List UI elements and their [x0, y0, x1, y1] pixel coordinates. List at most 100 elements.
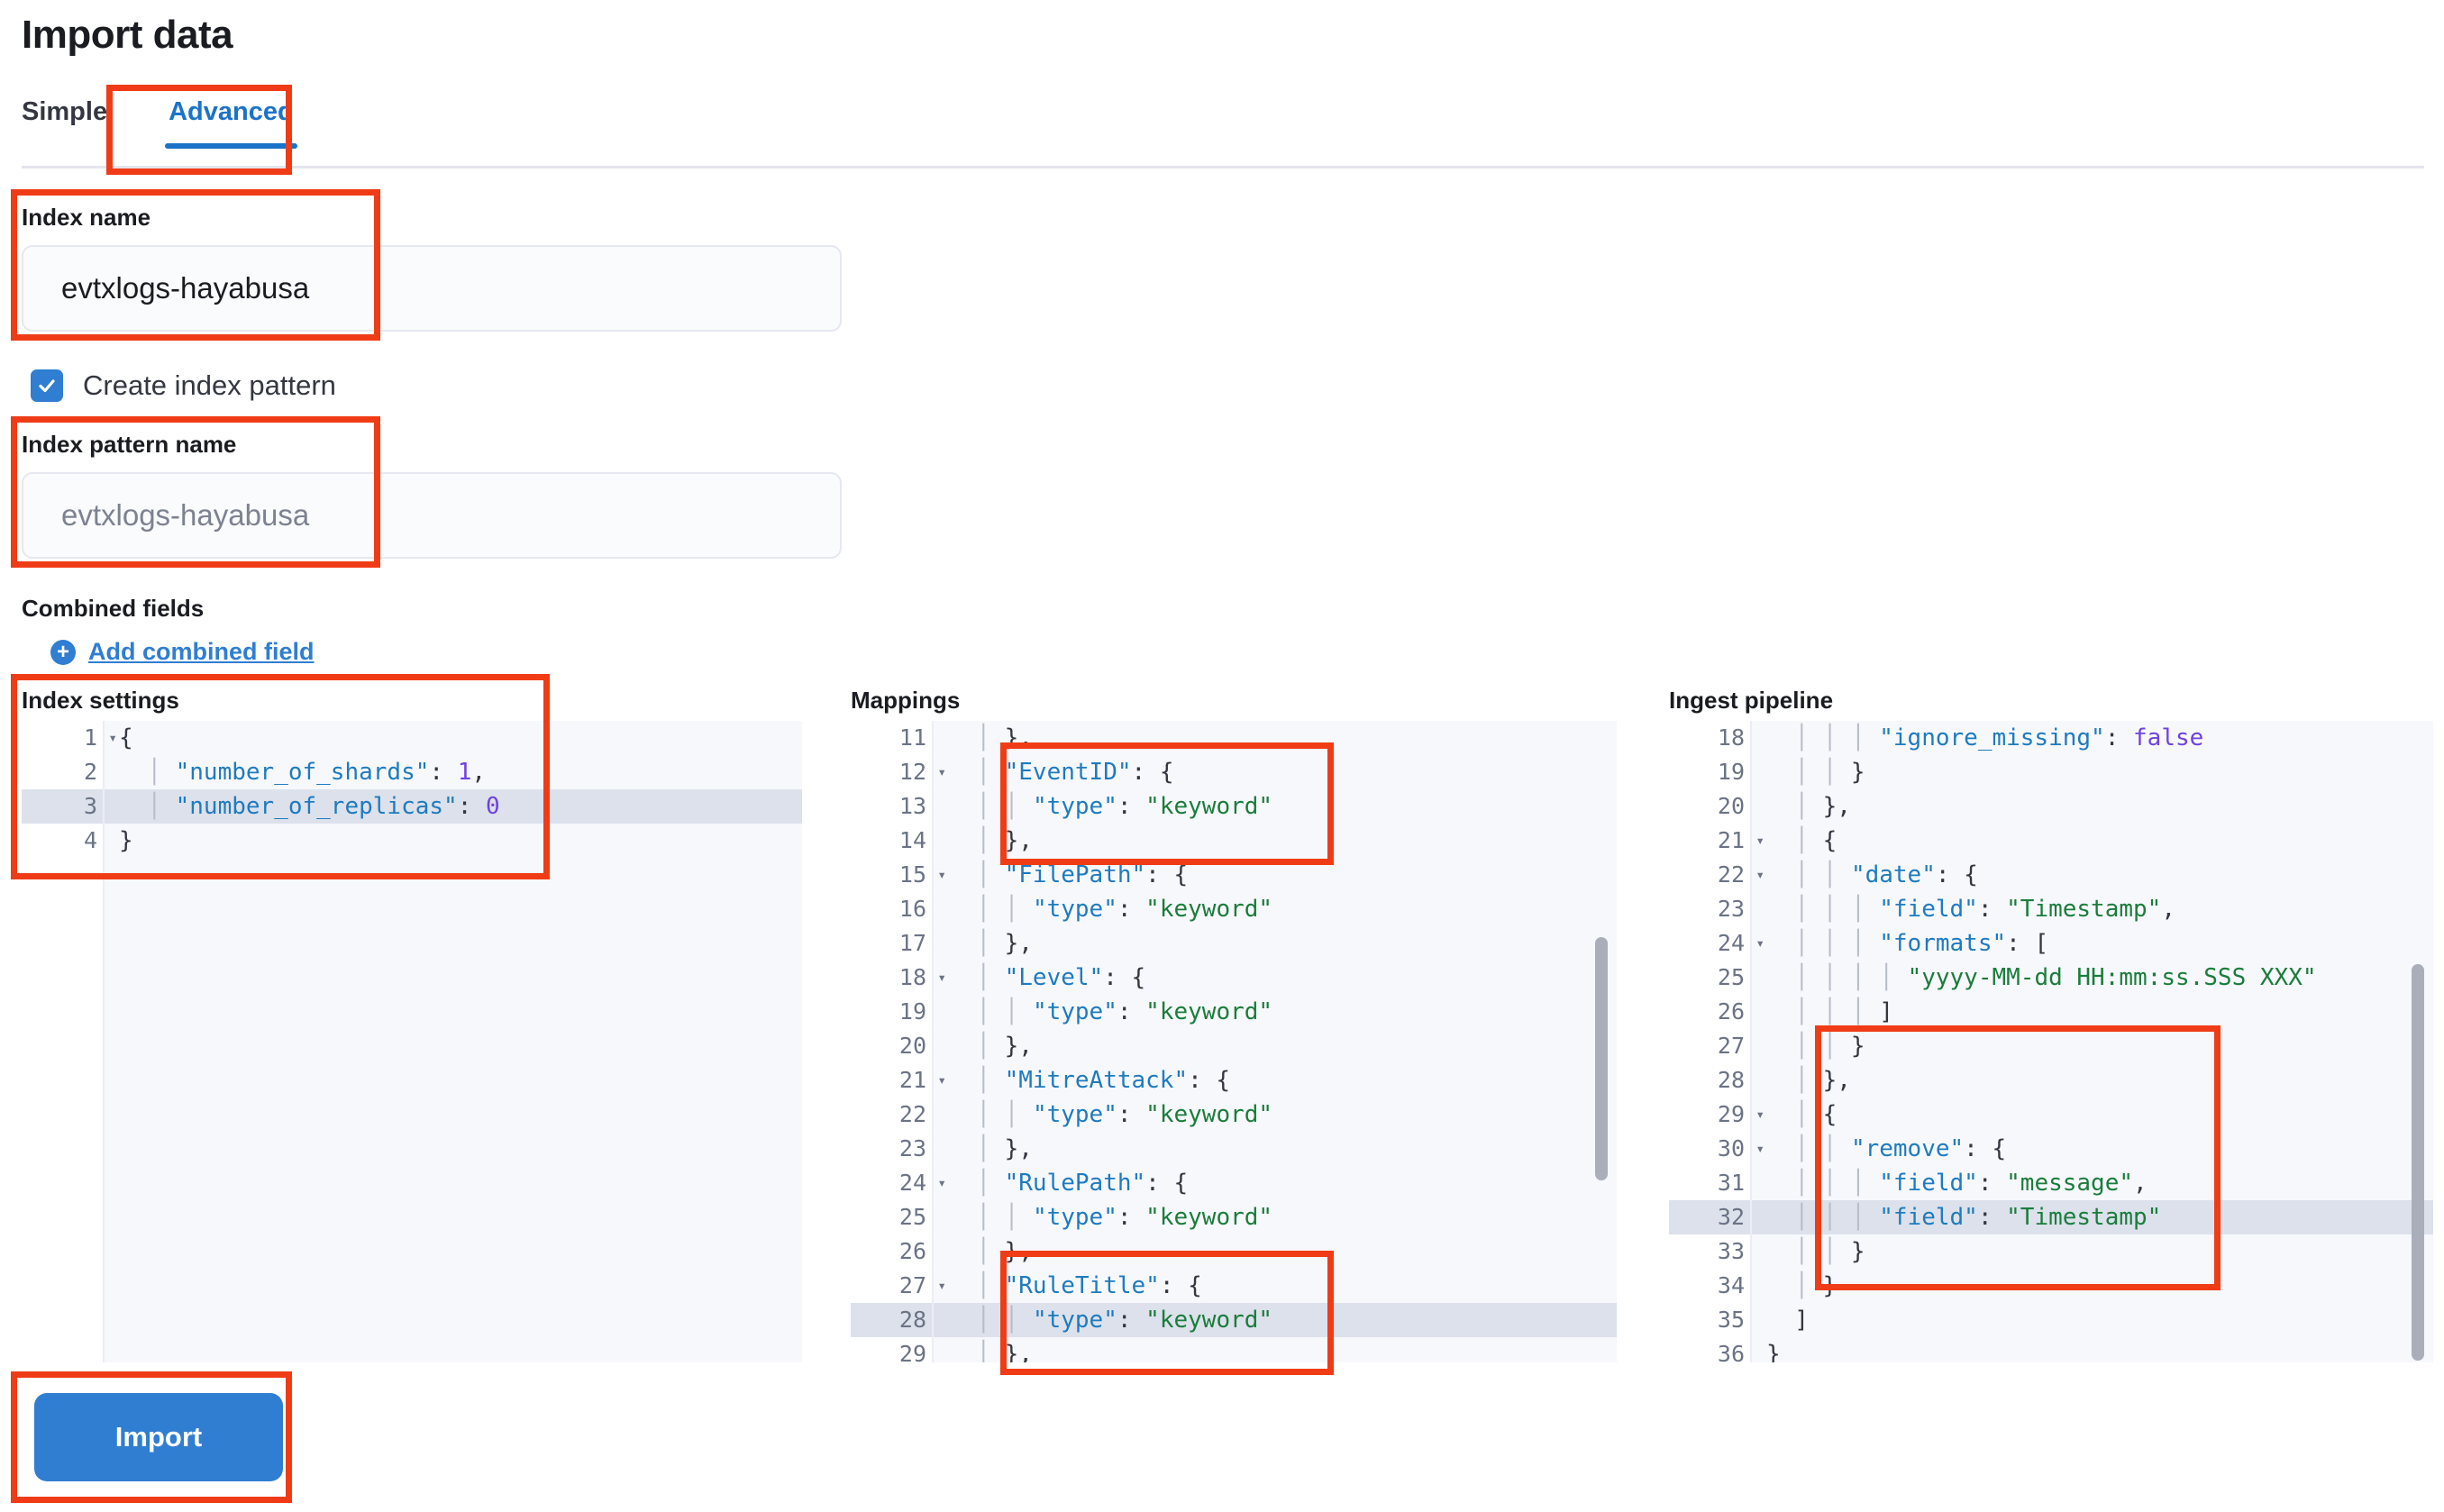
code-line: │ }, [976, 1341, 1033, 1362]
code-line: │ }, [976, 724, 1033, 751]
create-index-pattern-row[interactable]: Create index pattern [31, 369, 336, 402]
ingest-pipeline-scrollbar[interactable] [2412, 964, 2424, 1361]
line-number: 35 [1717, 1307, 1745, 1333]
ingest-pipeline-code[interactable]: │ │ │ "ignore_missing": false │ │ } │ },… [1752, 721, 2433, 1362]
code-line: │ │ "type": "keyword" [976, 998, 1273, 1025]
code-line: │ }, [976, 1135, 1033, 1162]
fold-arrow-icon[interactable]: ▾ [937, 866, 946, 883]
code-line: │ }, [1794, 793, 1851, 820]
index-settings-gutter: 1▾ 2 3 4 [22, 721, 117, 1362]
line-number: 19 [898, 998, 926, 1025]
line-number: 34 [1717, 1272, 1745, 1298]
index-pattern-name-input[interactable]: evtxlogs-hayabusa [22, 472, 842, 559]
import-button[interactable]: Import [34, 1393, 283, 1481]
code-line: │ }, [976, 930, 1033, 957]
code-line: │ │ │ "field": "message", [1794, 1170, 2148, 1197]
code-line: │ }, [976, 1033, 1033, 1060]
fold-arrow-icon[interactable]: ▾ [937, 1174, 946, 1191]
code-line: │ "FilePath": { [976, 861, 1189, 888]
code-line: │ │ } [1794, 1033, 1865, 1060]
line-number: 19 [1717, 759, 1745, 785]
code-line: │ "number_of_replicas": 0 [105, 789, 802, 824]
code-line: │ │ "type": "keyword" [976, 1204, 1273, 1231]
line-number: 20 [898, 1033, 926, 1059]
line-number: 11 [898, 724, 926, 751]
code-line: │ │ "date": { [1794, 861, 1978, 888]
code-line: │ "Level": { [976, 964, 1146, 991]
fold-arrow-icon[interactable]: ▾ [937, 1071, 946, 1088]
code-line: │ │ "type": "keyword" [976, 896, 1273, 923]
line-number: 1▾ [22, 721, 117, 755]
code-line: { [119, 724, 133, 751]
code-line: ] [1766, 1307, 1809, 1334]
line-number: 18 [1717, 724, 1745, 751]
mappings-code[interactable]: │ }, │ "EventID": { │ │ "type": "keyword… [934, 721, 1617, 1362]
fold-arrow-icon[interactable]: ▾ [1755, 934, 1765, 952]
fold-arrow-icon[interactable]: ▾ [1755, 832, 1765, 849]
mappings-scrollbar[interactable] [1595, 937, 1608, 1180]
code-line: │ "MitreAttack": { [976, 1067, 1231, 1094]
checkbox-checked-icon[interactable] [31, 369, 63, 402]
index-settings-code[interactable]: { │ "number_of_shards": 1, │ "number_of_… [105, 721, 802, 1362]
line-number: 24▾ [851, 1166, 946, 1200]
line-number: 22▾ [1669, 858, 1765, 892]
index-pattern-name-label: Index pattern name [22, 431, 237, 458]
code-line: │ │ "type": "keyword" [934, 1303, 1617, 1337]
line-number: 27▾ [851, 1269, 946, 1303]
line-number: 2 [83, 759, 97, 785]
line-number: 23 [1717, 896, 1745, 922]
fold-arrow-icon[interactable]: ▾ [937, 969, 946, 986]
line-number: 21▾ [851, 1063, 946, 1098]
line-number: 33 [1717, 1238, 1745, 1264]
code-line: │ │ "type": "keyword" [976, 1101, 1273, 1128]
index-settings-editor[interactable]: 1▾ 2 3 4 { │ "number_of_shards": 1, │ "numb… [22, 721, 802, 1362]
line-number: 25 [1717, 964, 1745, 990]
code-line: │ │ │ ] [1794, 998, 1893, 1025]
line-number: 4 [83, 827, 97, 853]
line-number: 14 [898, 827, 926, 853]
line-number: 3 [22, 789, 103, 824]
fold-arrow-icon[interactable]: ▾ [1755, 1140, 1765, 1157]
code-line: │ { [1794, 827, 1838, 854]
line-number: 15▾ [851, 858, 946, 892]
line-number: 21▾ [1669, 824, 1765, 858]
tab-simple[interactable]: Simple [22, 97, 108, 126]
line-number: 12▾ [851, 755, 946, 789]
line-number: 28 [1717, 1067, 1745, 1093]
fold-arrow-icon[interactable]: ▾ [1755, 1106, 1765, 1123]
line-number: 26 [1717, 998, 1745, 1025]
code-line: │ }, [976, 1238, 1033, 1265]
code-line: │ │ } [1794, 1238, 1865, 1265]
tab-bar: Simple Advanced [22, 97, 324, 149]
add-combined-field-link[interactable]: + Add combined field [50, 638, 315, 666]
line-number: 30▾ [1669, 1132, 1765, 1166]
line-number: 29▾ [1669, 1098, 1765, 1132]
fold-arrow-icon[interactable]: ▾ [1755, 866, 1765, 883]
index-name-input[interactable]: evtxlogs-hayabusa [22, 245, 842, 332]
line-number: 20 [1717, 793, 1745, 819]
code-line: │ "EventID": { [976, 759, 1174, 786]
line-number: 22 [898, 1101, 926, 1127]
combined-fields-label: Combined fields [22, 595, 205, 622]
create-index-pattern-label: Create index pattern [83, 369, 336, 401]
line-number: 31 [1717, 1170, 1745, 1196]
tab-advanced[interactable]: Advanced [138, 97, 324, 149]
code-line: │ │ │ "field": "Timestamp", [1794, 896, 2175, 923]
code-line: │ "number_of_shards": 1, [147, 759, 487, 786]
fold-arrow-icon[interactable]: ▾ [937, 763, 946, 780]
fold-arrow-icon[interactable]: ▾ [937, 1277, 946, 1294]
code-line: │ │ │ "field": "Timestamp" [1752, 1200, 2433, 1234]
code-line: │ │ } [1794, 759, 1865, 786]
fold-arrow-icon[interactable]: ▾ [108, 729, 117, 746]
code-line: │ "RuleTitle": { [976, 1272, 1202, 1299]
code-line: │ │ "remove": { [1794, 1135, 2007, 1162]
code-line: │ "RulePath": { [976, 1170, 1189, 1197]
code-line: │ │ │ "formats": [ [1794, 930, 2049, 957]
code-line: } [1766, 1341, 1781, 1362]
line-number: 32 [1669, 1200, 1750, 1234]
page-title: Import data [22, 13, 233, 57]
